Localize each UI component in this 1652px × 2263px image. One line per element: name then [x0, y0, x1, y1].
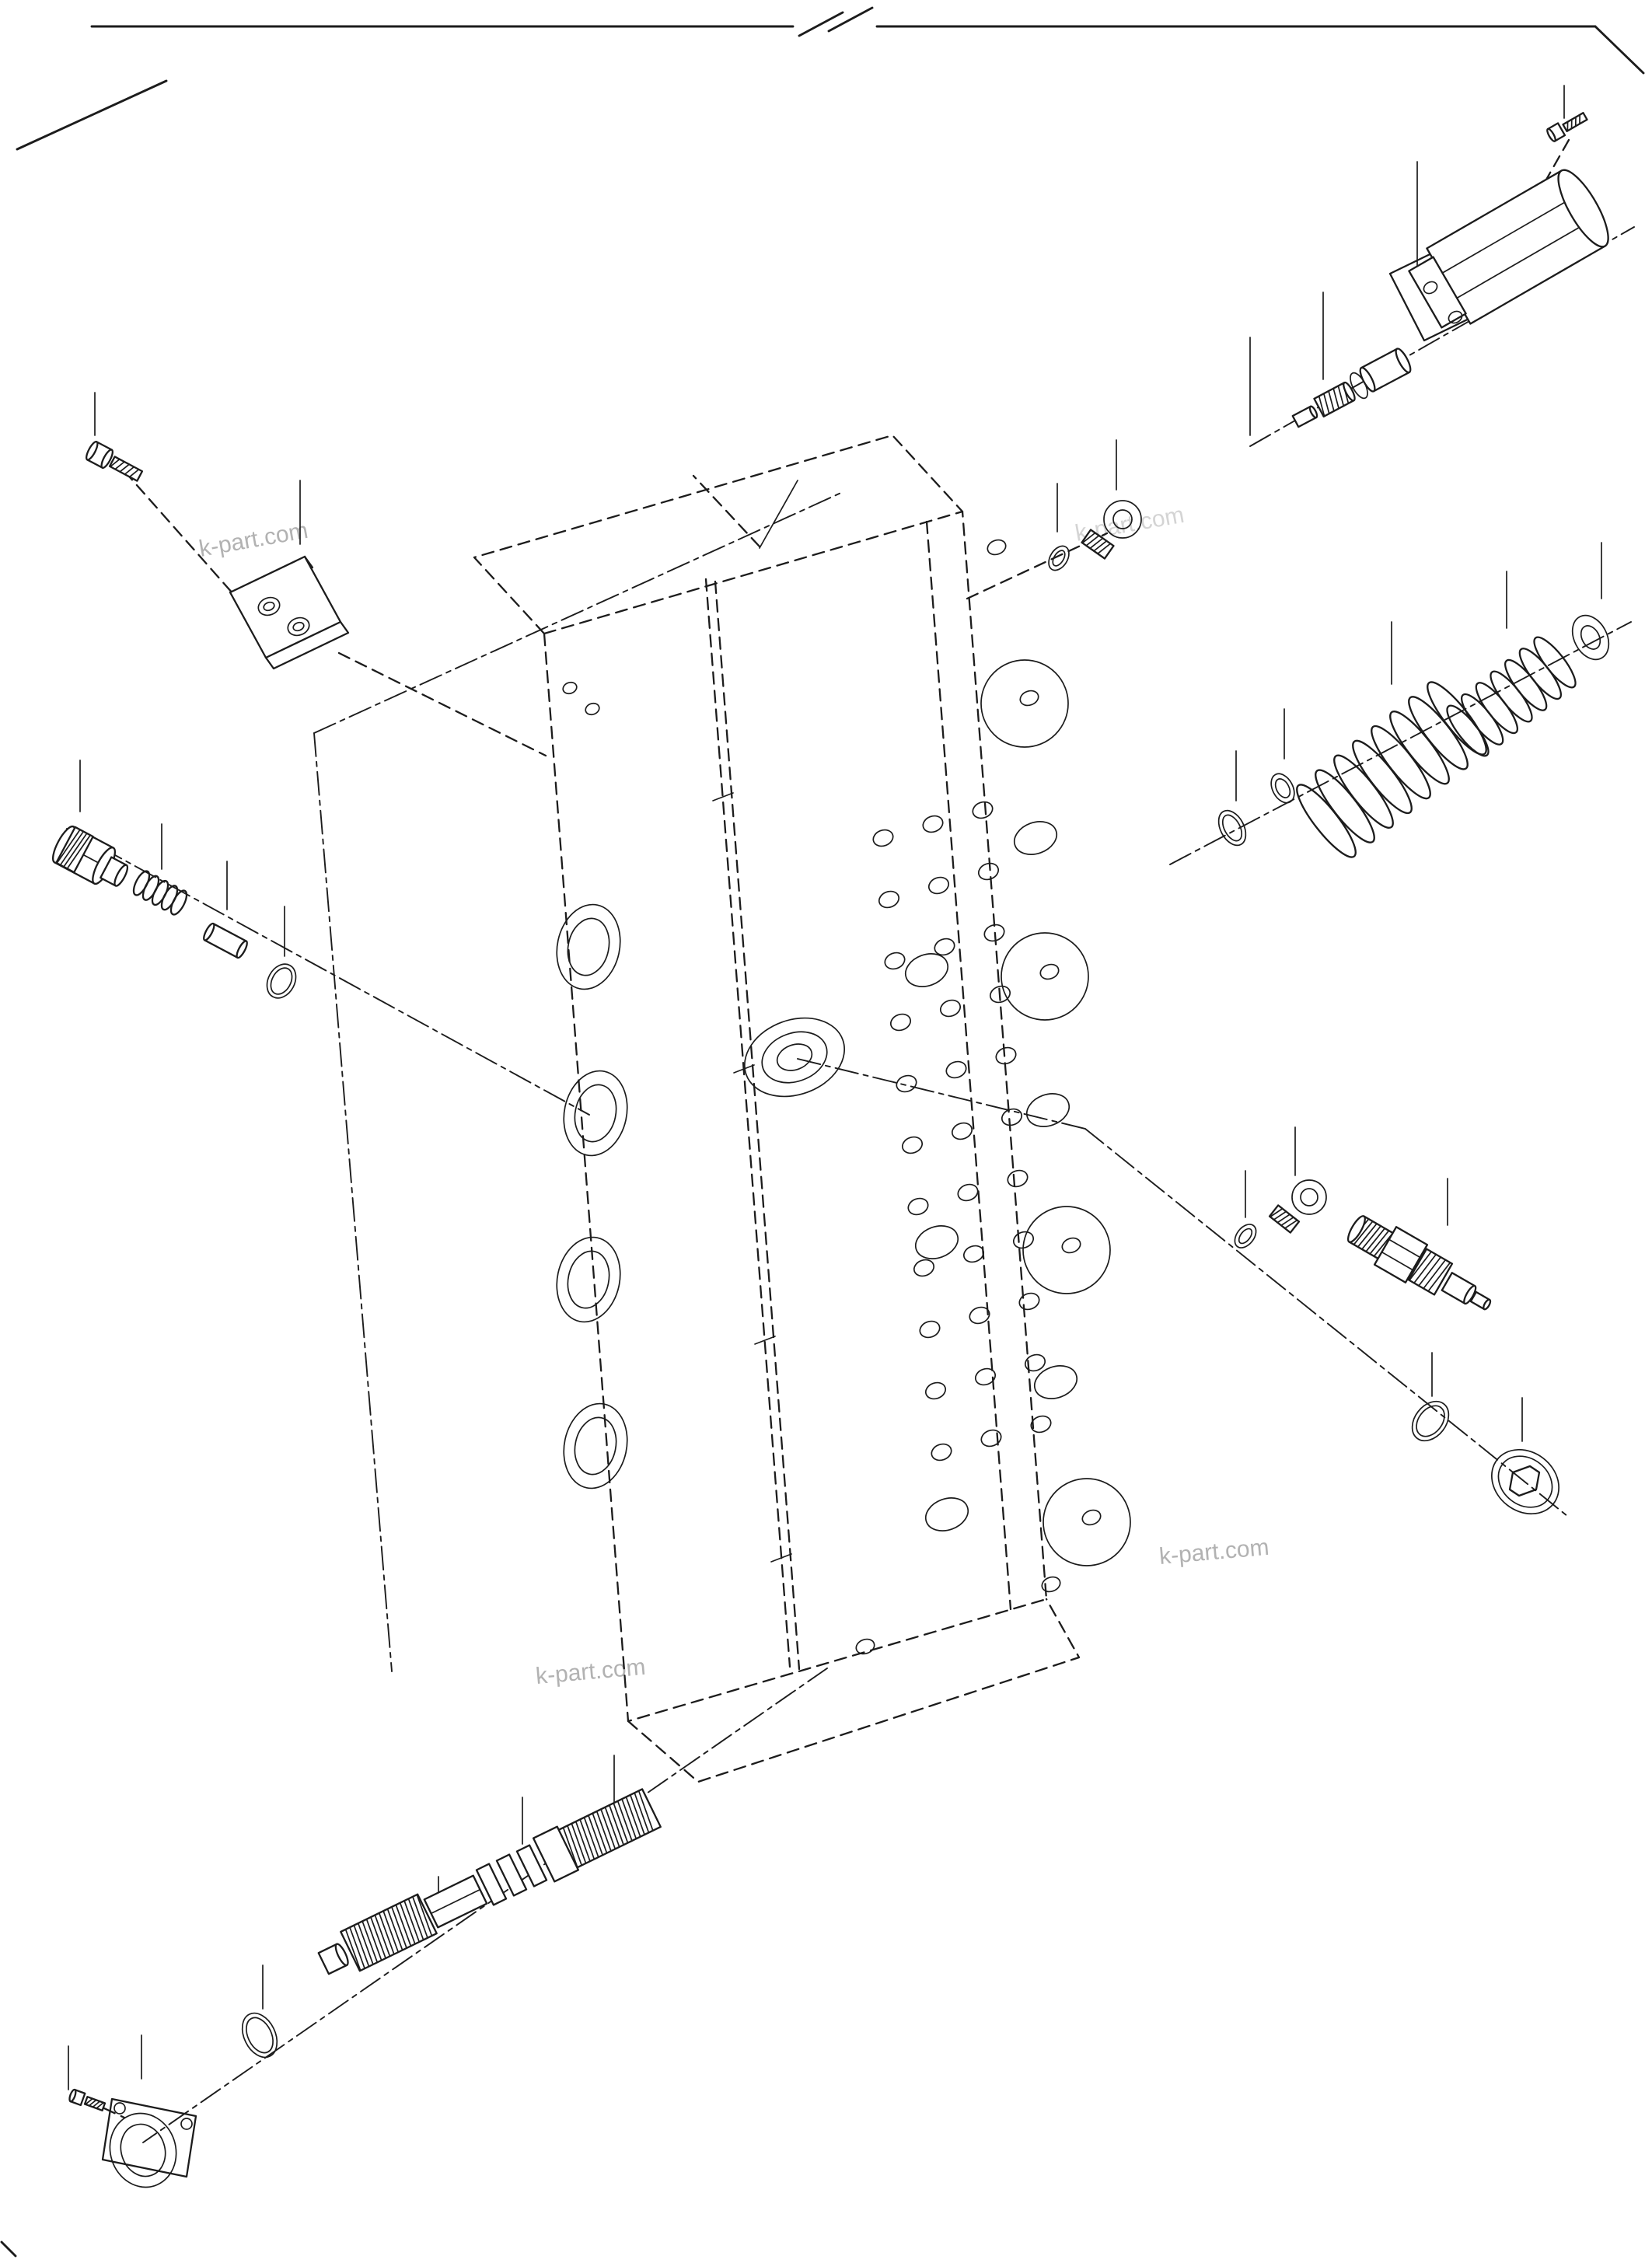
cover-plate-bolt — [86, 441, 144, 482]
watermark-text: k-part.com — [1158, 1535, 1270, 1570]
sheet-corner-marks — [0, 6, 1645, 2258]
center-axis-lines — [66, 138, 1635, 2143]
valve-body-ports — [556, 539, 1102, 1668]
callout-leader-lines — [68, 85, 1602, 2090]
eye-bolt-and-washer — [1048, 500, 1142, 571]
pilot-plug-assembly — [51, 825, 297, 999]
watermarks: k-part.com k-part.com k-part.com k-part.… — [197, 502, 1270, 1689]
main-relief-spring-set — [1217, 614, 1610, 858]
watermark-text: k-part.com — [197, 518, 309, 562]
solenoid-valve-assembly — [1291, 112, 1609, 428]
cover-plate — [229, 555, 350, 670]
valve-body — [473, 434, 1131, 1783]
spool-and-end-cap-assembly — [68, 1788, 662, 2188]
flange-ears — [980, 659, 1131, 1566]
watermark-text: k-part.com — [535, 1654, 647, 1689]
relief-valve-cartridge-set — [1234, 1179, 1559, 1515]
